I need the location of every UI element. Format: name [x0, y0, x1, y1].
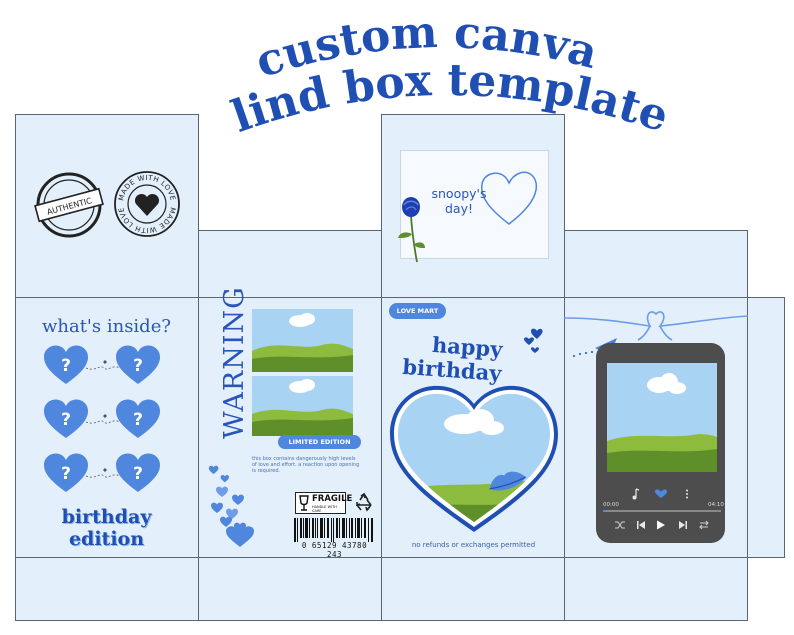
limited-edition-badge: LIMITED EDITION — [278, 435, 361, 449]
heart-outline-icon — [480, 171, 538, 225]
heart-icon — [134, 193, 160, 216]
landscape-image-bottom — [252, 376, 353, 436]
snoopy-line-1: snoopy's — [431, 186, 487, 201]
time-total: 04:10 — [708, 502, 724, 508]
authentic-stamp: AUTHENTIC — [34, 172, 104, 238]
bottom-flap-4 — [564, 557, 748, 621]
blue-rose-icon — [398, 197, 425, 263]
handle-with-care-text: HANDLE WITH CARE — [312, 505, 337, 513]
side-flap-top-4 — [564, 230, 748, 298]
whats-inside-heading: what's inside? — [41, 316, 172, 337]
next-icon[interactable] — [679, 521, 687, 529]
bottom-flap-1 — [15, 557, 199, 621]
glue-flap — [747, 297, 785, 558]
progress-bar[interactable] — [603, 510, 721, 512]
heart-icon[interactable] — [655, 489, 667, 498]
question-mark: ? — [133, 410, 143, 430]
player-controls-bottom — [615, 520, 709, 530]
side-flap-top-2 — [198, 230, 382, 298]
postcard — [400, 150, 549, 259]
heart-frame-photo — [390, 385, 558, 532]
more-icon[interactable] — [686, 489, 688, 499]
made-with-love-stamp: MADE WITH LOVE MADE WITH LOVE — [114, 171, 180, 237]
ribbon-doodle — [564, 311, 748, 341]
barcode-number: 0 65129 43780 243 — [301, 541, 368, 559]
landscape-image-top — [252, 309, 353, 372]
player-album-art — [607, 363, 717, 472]
mystery-heart-row-3 — [44, 453, 160, 492]
kiss-lips-icon — [489, 471, 527, 491]
mini-hearts-icon — [524, 328, 543, 353]
mystery-heart-row-1 — [44, 345, 160, 384]
bottom-flap-2 — [198, 557, 382, 621]
question-mark: ? — [61, 464, 71, 484]
snoopys-day-text: snoopy's day! — [421, 186, 497, 216]
warning-disclaimer: this box contains dangerously high level… — [252, 456, 360, 474]
mystery-heart-row-2 — [44, 399, 160, 438]
birthday-edition-title: birthday edition — [15, 506, 198, 550]
question-mark: ? — [61, 356, 71, 376]
play-icon[interactable] — [657, 520, 665, 530]
bottom-flap-3 — [381, 557, 565, 621]
shuffle-icon[interactable] — [615, 521, 625, 529]
falling-hearts-icon — [208, 465, 254, 547]
question-mark: ? — [61, 410, 71, 430]
no-refunds-text: no refunds or exchanges permitted — [411, 541, 536, 549]
warning-text: WARNING — [219, 286, 250, 439]
barcode — [294, 518, 373, 542]
mystery-hearts: ? ? ? ? ? ? — [44, 345, 160, 492]
fragile-label-box: FRAGILE HANDLE WITH CARE — [295, 492, 352, 514]
question-mark: ? — [133, 356, 143, 376]
progress-fill — [603, 510, 606, 512]
birthday-edition-line-2: edition — [68, 528, 145, 550]
recycle-icon — [356, 492, 372, 512]
fragile-text: FRAGILE — [312, 494, 353, 504]
question-mark: ? — [133, 464, 143, 484]
time-elapsed: 00:00 — [603, 502, 619, 508]
note-icon[interactable] — [632, 488, 640, 500]
glass-icon — [299, 495, 309, 511]
snoopy-line-2: day! — [444, 201, 473, 216]
player-controls-top — [632, 488, 688, 500]
birthday-edition-line-1: birthday — [61, 506, 152, 528]
repeat-icon[interactable] — [699, 520, 709, 530]
love-mart-badge: LOVE MART — [389, 303, 446, 319]
previous-icon[interactable] — [637, 521, 645, 529]
